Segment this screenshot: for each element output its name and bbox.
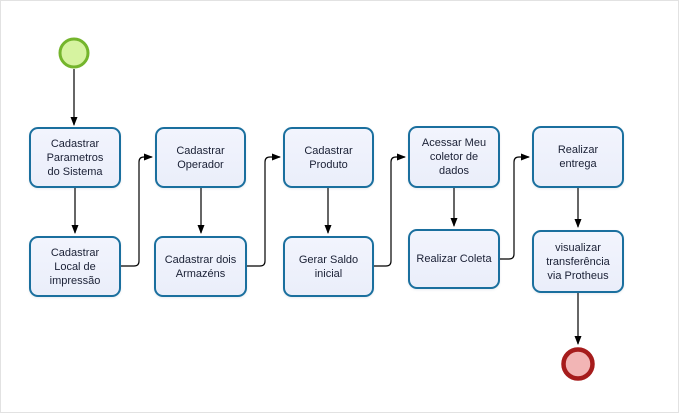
connector-saldo-to-coletor <box>374 153 406 267</box>
node-cadastrar-local-impressao: Cadastrar Local de impressão <box>29 236 121 297</box>
node-cadastrar-parametros-sistema: Cadastrar Parametros do Sistema <box>29 127 121 188</box>
node-label: Acessar Meu coletor de dados <box>421 137 487 177</box>
node-realizar-entrega: Realizar entrega <box>532 126 624 188</box>
node-acessar-meu-coletor-dados: Acessar Meu coletor de dados <box>408 126 500 188</box>
connector-coleta-to-entrega <box>500 153 530 260</box>
node-label: Gerar Saldo inicial <box>298 253 359 280</box>
node-label: Cadastrar dois Armazéns <box>164 253 237 280</box>
node-label: Cadastrar Parametros do Sistema <box>46 137 104 178</box>
node-label: Cadastrar Produto <box>304 144 353 171</box>
node-label: visualizar transferência via Protheus <box>546 241 610 282</box>
start-event <box>58 37 90 69</box>
node-label: Realizar Coleta <box>416 253 492 265</box>
connector-local-impressao-to-operador <box>121 153 153 267</box>
node-visualizar-transferencia-protheus: visualizar transferência via Protheus <box>532 230 624 293</box>
connector-armazens-to-produto <box>247 153 281 267</box>
end-event <box>561 347 595 381</box>
node-cadastrar-produto: Cadastrar Produto <box>283 127 374 188</box>
node-cadastrar-operador: Cadastrar Operador <box>155 127 246 188</box>
node-label: Realizar entrega <box>557 144 599 170</box>
node-gerar-saldo-inicial: Gerar Saldo inicial <box>283 236 374 297</box>
node-cadastrar-dois-armazens: Cadastrar dois Armazéns <box>154 236 247 297</box>
node-label: Cadastrar Operador <box>176 144 225 171</box>
node-label: Cadastrar Local de impressão <box>49 246 101 287</box>
node-realizar-coleta: Realizar Coleta <box>408 229 500 289</box>
